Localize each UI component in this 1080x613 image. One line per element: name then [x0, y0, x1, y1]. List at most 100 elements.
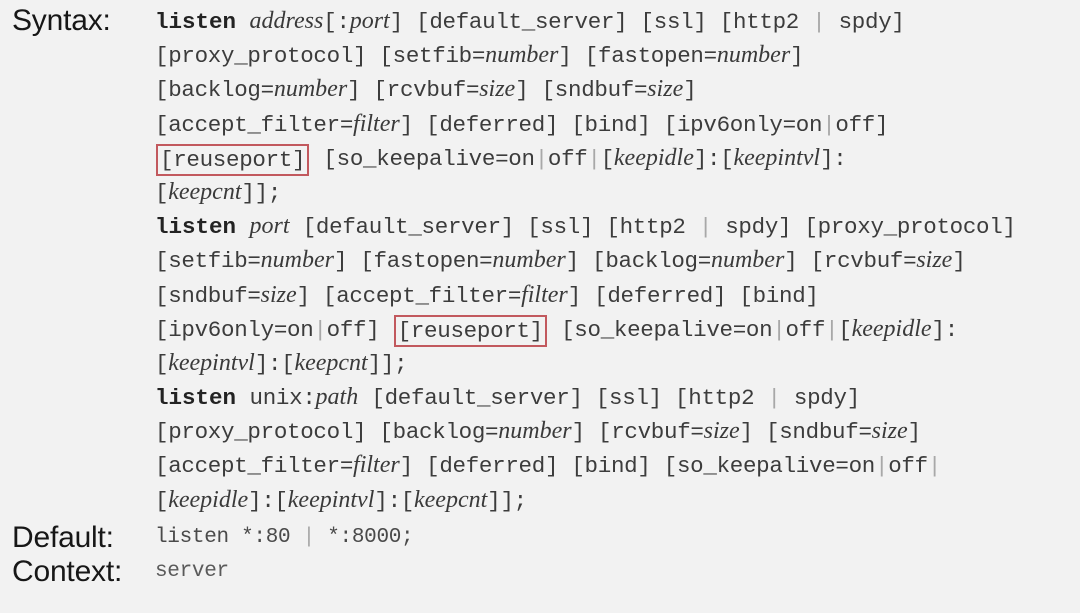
alternation-pipe: | — [812, 9, 826, 35]
code-token: ] [rcvbuf= — [571, 419, 704, 446]
code-token: ]]; — [367, 350, 408, 377]
parameter-placeholder: address — [249, 8, 324, 34]
parameter-placeholder: size — [871, 418, 908, 445]
code-token: server — [155, 560, 229, 583]
parameter-placeholder: path — [315, 384, 359, 411]
directive-keyword: listen — [155, 9, 250, 35]
code-token: ] [deferred] [bind] [so_keepalive=on — [399, 453, 876, 480]
code-token: ] — [952, 248, 966, 275]
directive-keyword: listen — [155, 385, 250, 412]
parameter-placeholder: size — [916, 247, 953, 274]
alternation-pipe: | — [875, 453, 889, 480]
parameter-placeholder: keepintvl — [287, 486, 375, 513]
parameter-placeholder: filter — [353, 110, 400, 137]
parameter-placeholder: number — [273, 76, 348, 103]
directive-keyword: listen — [155, 214, 250, 241]
syntax-code-block: listen address[:port] [default_server] [… — [155, 4, 1080, 517]
context-code-block: server — [155, 555, 1080, 589]
alternation-pipe: | — [534, 145, 549, 172]
code-line: listen unix:path [default_server] [ssl] … — [155, 380, 1080, 414]
alternation-pipe: | — [698, 214, 713, 241]
code-line: server — [155, 555, 1080, 589]
highlighted-reuseport-token: [reuseport] — [156, 143, 310, 176]
code-token: ] [accept_filter= — [296, 282, 522, 309]
code-token: [ — [155, 179, 169, 206]
code-token: off] — [835, 111, 889, 138]
code-line: listen address[:port] [default_server] [… — [155, 4, 1080, 38]
code-token: ]]; — [241, 179, 282, 206]
parameter-placeholder: size — [703, 418, 740, 445]
code-line: [setfib=number] [fastopen=number] [backl… — [155, 243, 1080, 277]
code-line: [proxy_protocol] [setfib=number] [fastop… — [155, 38, 1080, 72]
parameter-placeholder: size — [647, 76, 684, 103]
syntax-label: Syntax: — [12, 4, 111, 37]
context-label: Context: — [12, 555, 123, 588]
code-token: ] [sndbuf= — [739, 419, 872, 446]
parameter-placeholder: keepidle — [613, 144, 694, 171]
code-token: ]: — [931, 316, 959, 343]
code-token: spdy] — [825, 9, 905, 35]
code-token: off — [785, 316, 826, 343]
code-token: ]: — [820, 145, 847, 172]
alternation-pipe: | — [822, 111, 836, 138]
code-token: *:8000; — [314, 525, 414, 549]
code-token: off] — [326, 316, 393, 343]
default-code-block: listen *:80 | *:8000; — [155, 521, 1080, 555]
parameter-placeholder: number — [485, 42, 559, 69]
parameter-placeholder: number — [260, 247, 334, 274]
code-token: ]]; — [487, 487, 527, 514]
parameter-placeholder: number — [492, 247, 566, 274]
parameter-placeholder: keepcnt — [414, 486, 488, 513]
code-token: [accept_filter= — [155, 453, 354, 480]
code-token: [ — [600, 145, 615, 172]
code-line: [backlog=number] [rcvbuf=size] [sndbuf=s… — [155, 72, 1080, 106]
code-line: [proxy_protocol] [backlog=number] [rcvbu… — [155, 414, 1080, 448]
parameter-placeholder: number — [716, 42, 791, 69]
parameter-placeholder: number — [710, 247, 785, 274]
code-token: unix: — [249, 385, 316, 412]
code-token: [accept_filter= — [155, 111, 354, 138]
code-token: ] [fastopen= — [558, 43, 717, 70]
code-token: ] [backlog= — [565, 248, 712, 275]
code-token: ] [fastopen= — [333, 248, 493, 275]
code-token: ]:[ — [693, 145, 734, 172]
code-token: ]:[ — [248, 487, 288, 514]
code-token: ]:[ — [254, 350, 295, 377]
code-token: off — [547, 145, 588, 172]
code-line: [sndbuf=size] [accept_filter=filter] [de… — [155, 278, 1080, 312]
code-token: [default_server] [ssl] [http2 — [289, 214, 699, 241]
code-token: [so_keepalive=on — [547, 316, 773, 343]
code-token: ]:[ — [374, 487, 414, 514]
code-token: ] — [683, 77, 697, 104]
code-token: [default_server] [ssl] [http2 — [358, 385, 768, 412]
code-line: [keepcnt]]; — [155, 175, 1080, 209]
code-token: [proxy_protocol] [backlog= — [155, 419, 499, 446]
alternation-pipe: | — [927, 453, 942, 480]
parameter-placeholder: keepcnt — [294, 349, 368, 376]
parameter-placeholder: keepintvl — [733, 144, 821, 171]
alternation-pipe: | — [302, 525, 316, 549]
code-token: ] [sndbuf= — [515, 77, 648, 104]
alternation-pipe: | — [767, 385, 781, 412]
parameter-placeholder: size — [260, 281, 297, 308]
parameter-placeholder: number — [498, 418, 572, 445]
code-token: ] [rcvbuf= — [347, 77, 480, 104]
code-line: listen port [default_server] [ssl] [http… — [155, 209, 1080, 243]
nginx-listen-directive-doc: Syntax: listen address[:port] [default_s… — [0, 4, 1080, 613]
alternation-pipe: | — [587, 145, 602, 172]
syntax-row: Syntax: listen address[:port] [default_s… — [0, 4, 1080, 517]
parameter-placeholder: port — [349, 8, 390, 34]
highlighted-reuseport-token: [reuseport] — [393, 314, 547, 347]
code-line: [accept_filter=filter] [deferred] [bind]… — [155, 107, 1080, 141]
code-token: ] — [907, 419, 922, 446]
code-token: [ — [155, 350, 169, 377]
parameter-placeholder: filter — [521, 281, 568, 308]
code-token: [setfib= — [155, 248, 261, 275]
code-token: ] [default_server] [ssl] [http2 — [389, 9, 813, 35]
code-line: [reuseport] [so_keepalive=on|off|[keepid… — [155, 141, 1080, 176]
alternation-pipe: | — [772, 316, 786, 343]
code-token: off — [888, 453, 928, 480]
code-token: ] [rcvbuf= — [784, 248, 917, 275]
code-token: [ — [838, 316, 852, 343]
alternation-pipe: | — [825, 316, 839, 343]
